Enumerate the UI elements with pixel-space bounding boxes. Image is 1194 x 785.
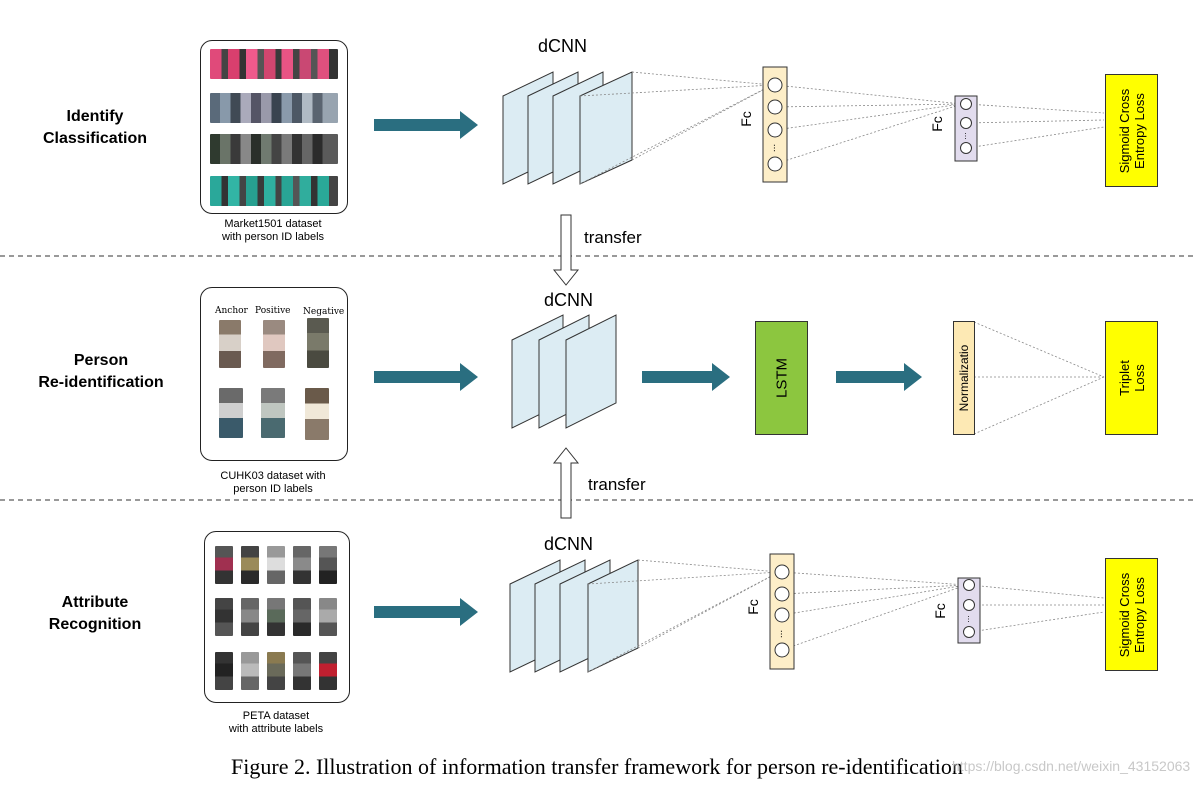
dataset-caption-cuhk03: CUHK03 dataset with person ID labels	[173, 470, 373, 496]
caption-line: Market1501 dataset	[224, 218, 322, 230]
dcnn-stack	[511, 314, 617, 429]
person-thumbnail	[319, 652, 337, 690]
row-label-line: Identify	[66, 108, 124, 125]
image-strip	[210, 176, 338, 206]
person-thumbnail	[267, 598, 285, 636]
triplet-col-negative: Negative	[303, 307, 345, 317]
person-thumbnail	[305, 388, 329, 440]
person-thumbnail	[307, 318, 329, 368]
person-thumbnail	[219, 320, 241, 368]
row-label-line: Classification	[42, 130, 148, 147]
person-thumbnail	[215, 598, 233, 636]
person-thumbnail	[215, 546, 233, 584]
dataset-box-market1501	[200, 40, 348, 214]
person-thumbnail	[267, 652, 285, 690]
caption-line: with attribute labels	[228, 723, 324, 735]
dataset-box-peta	[204, 531, 350, 703]
transfer-label: transfer	[584, 228, 642, 247]
person-thumbnail	[263, 320, 285, 368]
flow-arrow	[374, 111, 478, 139]
loss-line: Sigmoid Cross	[1116, 572, 1132, 657]
loss-line: Entropy Loss	[1131, 92, 1147, 169]
flow-arrow	[374, 363, 478, 391]
dataset-box-cuhk03: Anchor Positive Negative	[200, 287, 348, 461]
dcnn-stack	[502, 71, 633, 185]
dataset-caption-market1501: Market1501 dataset with person ID labels	[173, 218, 373, 244]
transfer-arrow-down	[552, 214, 580, 286]
image-strip	[210, 134, 338, 164]
fc-label: Fc	[931, 603, 948, 619]
dcnn-label: dCNN	[544, 290, 594, 310]
row-label-line: Recognition	[48, 616, 142, 633]
row-label-reid: Person Re-identification	[16, 350, 186, 394]
figure-caption: Figure 2. Illustration of information tr…	[231, 754, 963, 779]
svg-text:...: ...	[767, 144, 778, 152]
person-thumbnail	[215, 652, 233, 690]
person-thumbnail	[241, 652, 259, 690]
lstm-label: LSTM	[773, 357, 790, 399]
caption-line: person ID labels	[233, 483, 313, 495]
loss-line: Triplet	[1116, 360, 1132, 396]
sigmoid-loss-box: Sigmoid Cross Entropy Loss	[1105, 74, 1158, 187]
lstm-block: LSTM	[755, 321, 808, 435]
sigmoid-loss-box: Sigmoid Cross Entropy Loss	[1105, 558, 1158, 671]
triplet-col-anchor: Anchor	[215, 306, 248, 316]
dataset-caption-peta: PETA dataset with attribute labels	[176, 710, 376, 736]
normalization-label: Normalizatio	[957, 344, 971, 412]
person-thumbnail	[241, 546, 259, 584]
caption-line: with person ID labels	[221, 231, 325, 243]
triplet-col-positive: Positive	[255, 306, 291, 316]
person-thumbnail	[293, 598, 311, 636]
caption-line: CUHK03 dataset with	[220, 470, 326, 482]
dcnn-label: dCNN	[544, 534, 594, 554]
row-label-identify: Identify Classification	[10, 106, 180, 150]
person-thumbnail	[319, 546, 337, 584]
fc-label: Fc	[744, 599, 761, 615]
watermark: https://blog.csdn.net/weixin_43152063	[952, 758, 1191, 774]
fc-label: Fc	[928, 116, 945, 132]
flow-arrow	[836, 363, 922, 391]
image-strip	[210, 49, 338, 79]
loss-line: Loss	[1131, 364, 1147, 392]
sigmoid-loss-label: Sigmoid Cross Entropy Loss	[1117, 572, 1147, 657]
caption-line: PETA dataset	[242, 710, 310, 722]
fc-label: Fc	[737, 111, 754, 127]
flow-arrow	[374, 598, 478, 626]
person-thumbnail	[261, 388, 285, 438]
triplet-loss-label: Triplet Loss	[1117, 360, 1147, 396]
svg-text:...: ...	[961, 615, 971, 623]
person-thumbnail	[319, 598, 337, 636]
flow-arrow	[642, 363, 730, 391]
person-thumbnail	[219, 388, 243, 438]
loss-line: Entropy Loss	[1131, 576, 1147, 653]
dcnn-stack	[509, 559, 639, 673]
triplet-loss-box: Triplet Loss	[1105, 321, 1158, 435]
loss-line: Sigmoid Cross	[1116, 88, 1132, 173]
svg-text:...: ...	[774, 630, 785, 638]
image-strip	[210, 93, 338, 123]
dcnn-label: dCNN	[538, 36, 588, 56]
transfer-arrow-up	[552, 447, 580, 519]
row-label-line: Re-identification	[38, 374, 164, 391]
row-label-line: Person	[73, 352, 129, 369]
person-thumbnail	[241, 598, 259, 636]
row-label-attribute: Attribute Recognition	[10, 592, 180, 636]
row-label-line: Attribute	[61, 594, 129, 611]
person-thumbnail	[267, 546, 285, 584]
svg-text:...: ...	[958, 132, 968, 140]
person-thumbnail	[293, 652, 311, 690]
normalization-layer: Normalizatio	[953, 321, 975, 435]
sigmoid-loss-label: Sigmoid Cross Entropy Loss	[1117, 88, 1147, 173]
person-thumbnail	[293, 546, 311, 584]
transfer-label: transfer	[588, 475, 646, 494]
